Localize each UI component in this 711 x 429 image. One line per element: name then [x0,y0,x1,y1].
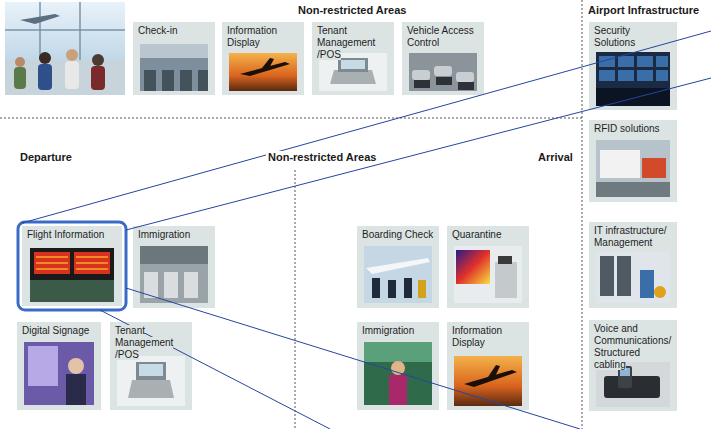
tile-label: Vehicle Access Control [407,25,474,48]
tile-label: RFID solutions [594,123,660,134]
tile-label: Information Display [227,25,277,48]
system-tile: Tenant Management /POS [312,22,394,95]
system-tile: Vehicle Access Control [402,22,484,95]
tile-title: Information Display [222,22,304,49]
area-heading: Non-restricted Areas [266,151,378,164]
tile-title: RFID solutions [589,120,677,135]
tile-label: Quarantine [452,229,501,240]
system-tile: Information Display [447,322,529,410]
tile-title: Security Solutions [589,22,677,49]
system-tile: Security Solutions [589,22,677,110]
tile-label: Check-in [138,25,177,36]
tile-title: Immigration [357,322,439,337]
tile-label: Flight Information [27,229,104,240]
system-tile: Immigration [133,226,215,308]
tile-title: Digital Signage [17,322,101,337]
area-heading: Airport Infrastructure [586,4,701,17]
area-heading: Non-restricted Areas [296,4,408,17]
system-tile: Quarantine [447,226,529,308]
system-tile: RFID solutions [589,120,677,202]
tile-label: Tenant Management /POS [115,325,173,360]
tile-title: Check-in [133,22,215,37]
tile-title: Tenant Management /POS [312,22,394,61]
tile-title: Vehicle Access Control [402,22,484,49]
tile-title: Boarding Check [357,226,439,241]
system-tile: Flight Information [22,226,122,306]
tile-label: Security Solutions [594,25,635,48]
system-tile: Digital Signage [17,322,101,410]
area-heading: Arrival [536,151,575,164]
tile-title: Tenant Management /POS [110,322,192,361]
tile-title: Voice and Communications/ Structured cab… [589,320,677,371]
system-tile: IT infrastructure/ Management [589,222,677,308]
tile-title: Information Display [447,322,529,349]
system-tile: Immigration [357,322,439,410]
tile-label: Digital Signage [22,325,89,336]
system-tile: Boarding Check [357,226,439,308]
system-tile: Tenant Management /POS [110,322,192,410]
tile-title: Flight Information [22,226,122,241]
tile-title: Immigration [133,226,215,241]
tile-label: Information Display [452,325,502,348]
tile-label: IT infrastructure/ Management [594,225,667,248]
tile-title: Quarantine [447,226,529,241]
tile-label: Immigration [138,229,190,240]
tile-title: IT infrastructure/ Management [589,222,677,249]
area-heading: Departure [18,151,74,164]
tile-label: Tenant Management /POS [317,25,375,60]
tile-label: Voice and Communications/ Structured cab… [594,323,671,370]
tile-label: Immigration [362,325,414,336]
system-tile: Voice and Communications/ Structured cab… [589,320,677,411]
tile-label: Boarding Check [362,229,433,240]
system-tile: Information Display [222,22,304,95]
system-tile: Check-in [133,22,215,95]
